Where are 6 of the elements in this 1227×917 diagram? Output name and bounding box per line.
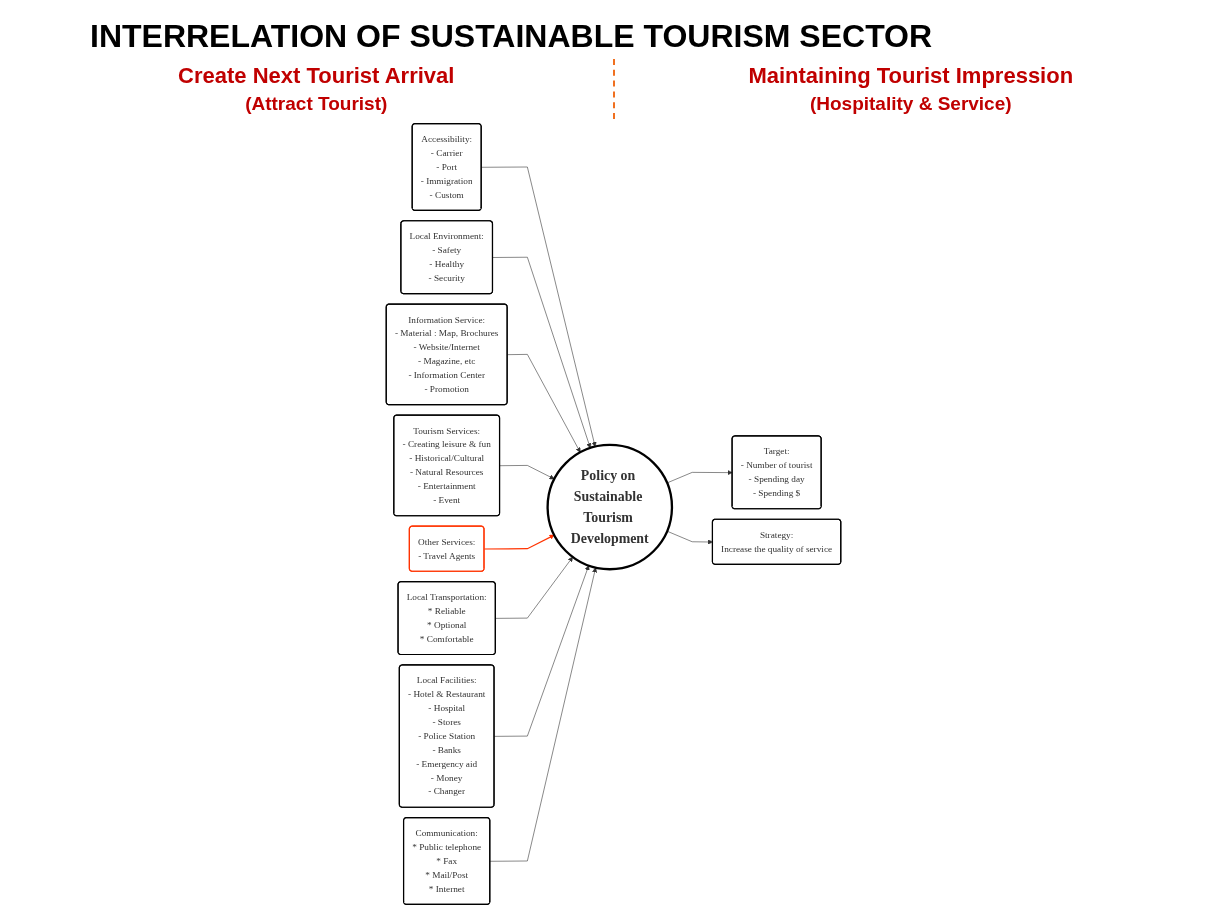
section-heading: Create Next Tourist Arrival <box>177 63 456 89</box>
diagram-title: INTERRELATION OF SUSTAINABLE TOURISM SECTOR <box>90 18 934 55</box>
node-circle: Policy on Sustainable Tourism Development <box>546 443 674 571</box>
section-heading: Maintaining Tourist Impression <box>747 63 1075 89</box>
section-subheading: (Attract Tourist) <box>244 93 389 115</box>
section-subheading: (Hospitality & Service) <box>808 93 1013 115</box>
